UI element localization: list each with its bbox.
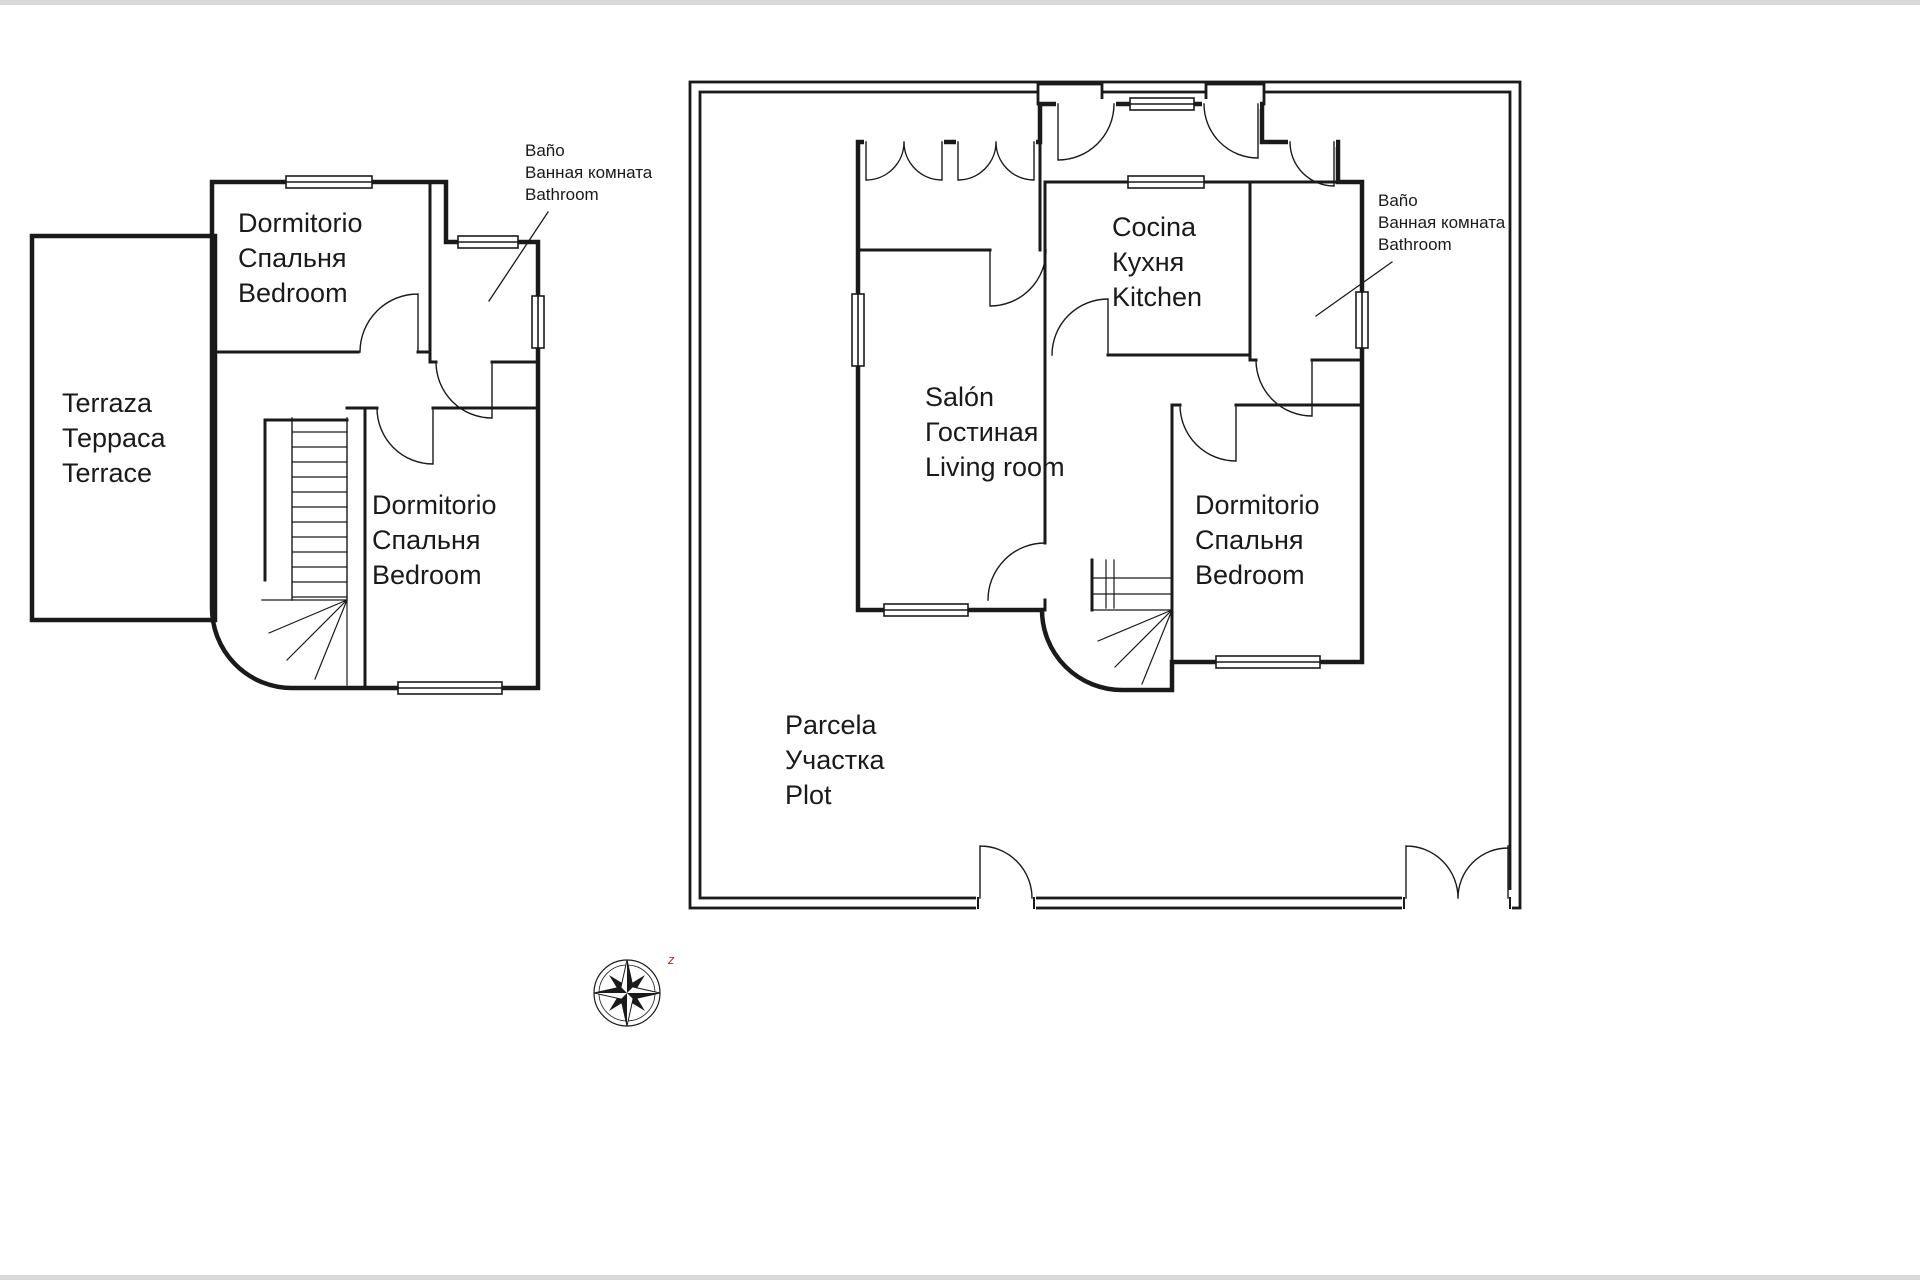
kitchen-es: Cocina [1112,212,1197,242]
living-room-label: Salón Гостиная Living room [925,380,1065,485]
upper-bathroom-leader-line [488,211,549,302]
ground-door-arcs [865,103,1335,601]
upper-windows [285,175,545,695]
terrace-label: Terraza Терраса Terrace [62,386,166,491]
terrace-outline [29,233,218,623]
ground-house-outline [855,101,1365,693]
top-border [0,0,1920,5]
upper-floor-plan [29,175,549,695]
plot-es: Parcela [785,710,877,740]
upper-interior-walls [210,180,540,690]
gate-gap [976,890,1036,914]
compass-rose-icon [593,959,661,1027]
upper-bedroom-top-label: Dormitorio Спальня Bedroom [238,206,363,311]
terrace-es: Terraza [62,388,153,418]
upper-bathroom-note: Baño Ванная комната Bathroom [525,140,652,206]
upper-bathroom-note-en: Bathroom [525,185,599,204]
ground-bathroom-note: Baño Ванная комната Bathroom [1378,190,1505,256]
ground-bathroom-note-ru: Ванная комната [1378,213,1506,232]
kitchen-label: Cocina Кухня Kitchen [1112,210,1202,315]
ground-bathroom-leader-line [1315,261,1393,317]
ground-bedroom-label: Dormitorio Спальня Bedroom [1195,488,1320,593]
living-room-es: Salón [925,382,995,412]
upper-bedroom-top-en: Bedroom [238,278,348,308]
ground-windows [851,97,1369,669]
upper-bedroom-top-ru: Спальня [238,243,347,273]
upper-bathroom-note-ru: Ванная комната [525,163,653,182]
living-room-ru: Гостиная [925,417,1039,447]
gate-arcs [979,845,1509,899]
plot-ru: Участка [785,745,885,775]
ground-bathroom-note-en: Bathroom [1378,235,1452,254]
plot-en: Plot [785,780,832,810]
upper-bedroom-bottom-en: Bedroom [372,560,482,590]
stair-sides [291,417,348,601]
ground-bedroom-ru: Спальня [1195,525,1304,555]
upper-bedroom-bottom-ru: Спальня [372,525,481,555]
stair-winders [261,599,348,686]
ground-interior-walls [856,140,1364,692]
upper-door-arcs [359,293,493,465]
gate-gap-double [1402,890,1512,914]
kitchen-en: Kitchen [1112,282,1203,312]
ground-bedroom-en: Bedroom [1195,560,1305,590]
ground-stair-winders [1091,609,1173,691]
ground-floor-plan [688,80,1522,914]
plot-outline-inner [698,90,1512,900]
upper-bedroom-bottom-label: Dormitorio Спальня Bedroom [372,488,497,593]
terrace-ru: Терраса [62,423,166,453]
upper-bedroom-top-es: Dormitorio [238,208,363,238]
upper-bedroom-bottom-es: Dormitorio [372,490,497,520]
kitchen-ru: Кухня [1112,247,1185,277]
compass-marker: z [668,952,675,967]
upper-bathroom-note-es: Baño [525,141,565,160]
terrace-en: Terrace [62,458,153,488]
gate-jambs [977,897,1511,909]
compass-shading [594,960,660,1026]
plot-label: Parcela Участка Plot [785,708,885,813]
stair-treads [292,431,348,598]
ground-bedroom-es: Dormitorio [1195,490,1320,520]
ground-bathroom-note-es: Baño [1378,191,1418,210]
ground-stair-treads [1091,559,1173,609]
bottom-border [0,1275,1920,1280]
living-room-en: Living room [925,452,1065,482]
plot-outline-outer [688,80,1522,910]
